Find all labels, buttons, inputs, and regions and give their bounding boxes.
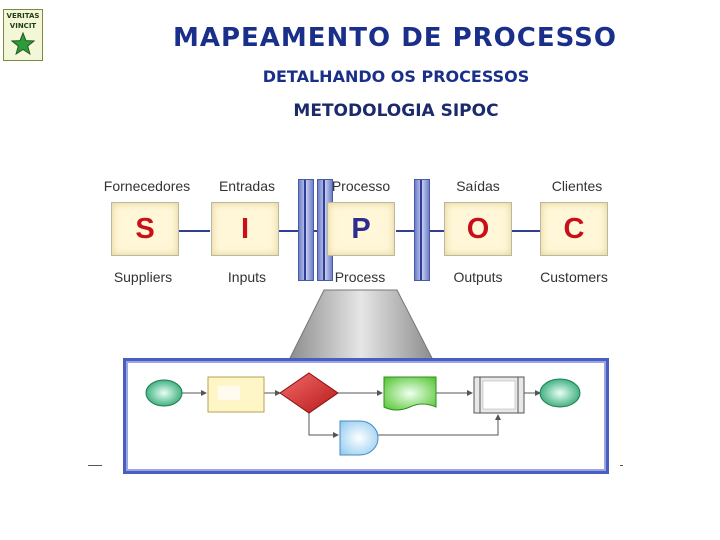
sipoc-top-label: Clientes [551,178,603,194]
sipoc-top-label: Entradas [218,178,276,194]
process-flowchart [145,372,581,456]
end-oval-shape [539,378,581,408]
decision-diamond-shape [279,372,339,414]
connector-line [178,230,210,232]
flow-arrow [378,414,501,436]
sipoc-bottom-label: Outputs [453,269,503,285]
sipoc-box-i: I [211,202,279,256]
sipoc-top-label: Fornecedores [103,178,191,194]
process-detail-frame [123,358,609,474]
methodology-heading: METODOLOGIA SIPOC [293,101,499,121]
page-title: MAPEAMENTO DE PROCESSO [172,23,618,53]
sipoc-top-label: Saídas [456,178,500,194]
logo-text-top: VERITAS [6,12,40,20]
sipoc-bottom-label: Suppliers [113,269,173,285]
veritas-vincit-logo: VERITAS VINCIT [3,9,43,61]
sipoc-box-p: P [327,202,395,256]
baseline [88,465,102,466]
sipoc-bottom-label: Customers [540,269,608,285]
sipoc-box-c: C [540,202,608,256]
separator-bar [298,179,314,281]
sipoc-top-label: Processo [331,178,391,194]
sipoc-box-o: O [444,202,512,256]
sipoc-bottom-label: Inputs [227,269,267,285]
baseline [620,465,623,466]
page-subtitle: DETALHANDO OS PROCESSOS [262,67,530,86]
document-shape [383,376,437,411]
connector-line [510,230,542,232]
separator-bar [414,179,430,281]
logo-text-bottom: VINCIT [9,22,37,30]
delay-shape [339,420,379,456]
star-icon [11,32,35,56]
start-oval-shape [145,379,183,407]
sipoc-box-s: S [111,202,179,256]
flow-arrow [308,411,339,438]
sipoc-bottom-label: Process [334,269,386,285]
